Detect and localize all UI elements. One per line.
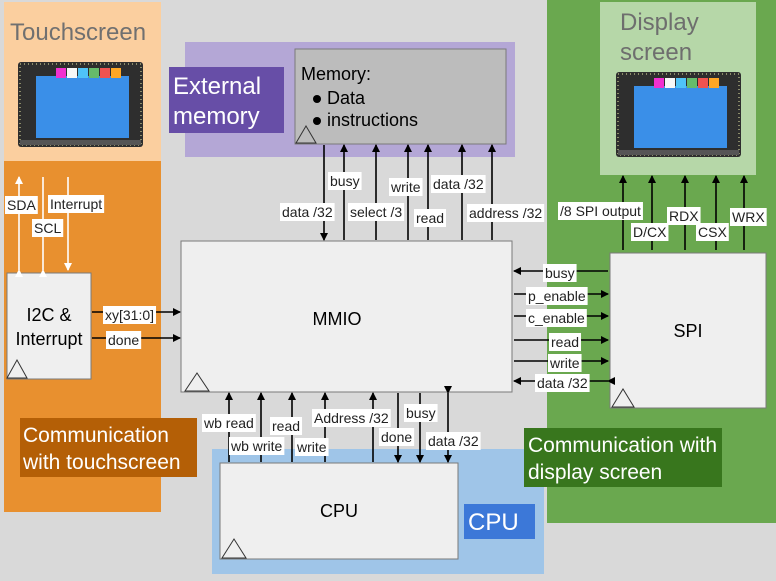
- i2c-label-line2: Interrupt: [15, 329, 82, 349]
- svg-text:wb read: wb read: [203, 415, 254, 431]
- spi-mmio-signal-label: busy: [543, 264, 577, 282]
- svg-text:busy: busy: [545, 265, 575, 281]
- cpu-block-label: CPU: [320, 501, 358, 521]
- touch-caption-bg: [20, 418, 197, 477]
- memory-signal-label: data /32: [431, 175, 486, 193]
- svg-text:write: write: [296, 439, 327, 455]
- spi-mmio-signal-label: c_enable: [526, 309, 587, 327]
- svg-text:xy[31:0]: xy[31:0]: [105, 307, 154, 323]
- spi-display-signal-label: D/CX: [631, 223, 669, 241]
- svg-text:read: read: [272, 418, 300, 434]
- i2c-block: I2C & Interrupt: [6, 272, 92, 380]
- memory-signal-label: select /3: [348, 203, 405, 221]
- cpu-signal-label: data /32: [426, 432, 481, 450]
- svg-text:write: write: [390, 179, 421, 195]
- svg-text:done: done: [381, 429, 412, 445]
- svg-text:p_enable: p_enable: [528, 288, 586, 304]
- clock-triangle-icon: [184, 372, 210, 392]
- spi-display-signal-label: RDX: [667, 207, 701, 225]
- memory-item-instructions: instructions: [327, 110, 418, 130]
- cpu-signal-label: read: [270, 417, 303, 435]
- spi-mmio-signal-label: write: [548, 354, 582, 372]
- touchscreen-title: Touchscreen: [10, 19, 146, 46]
- i2c-signal-label: xy[31:0]: [103, 306, 157, 324]
- mmio-block: MMIO: [180, 240, 513, 393]
- spi-display-signal-label: CSX: [696, 223, 729, 241]
- svg-text:SCL: SCL: [34, 220, 61, 236]
- touch-signal-label: Interrupt: [48, 195, 105, 213]
- mmio-label: MMIO: [313, 309, 362, 329]
- memory-signal-label: busy: [328, 172, 362, 190]
- clock-triangle-icon: [6, 358, 28, 379]
- signal-labels: SDA SCL Interrupt xy[31:0] done data /32 busy s…: [5, 172, 767, 456]
- cpu-signal-label: Address /32: [312, 409, 391, 427]
- svg-text:wb write: wb write: [230, 438, 283, 454]
- memory-signal-label: data /32: [280, 203, 335, 221]
- clock-triangle-icon: [611, 388, 635, 408]
- cpu-block: CPU: [219, 462, 459, 560]
- svg-text:busy: busy: [330, 173, 360, 189]
- svg-text:busy: busy: [406, 405, 436, 421]
- lcd-touch-icon: [17, 61, 144, 148]
- svg-text:select /3: select /3: [350, 204, 402, 220]
- memory-signal-label: read: [414, 209, 447, 227]
- memory-block-title: Memory:: [301, 64, 371, 84]
- spi-mmio-signal-label: p_enable: [526, 287, 588, 305]
- cpu-caption-bg: [464, 504, 535, 539]
- svg-text:CSX: CSX: [698, 224, 727, 240]
- svg-text:c_enable: c_enable: [528, 310, 585, 326]
- svg-text:read: read: [551, 334, 579, 350]
- svg-text:data /32: data /32: [537, 375, 588, 391]
- cpu-signal-label: done: [379, 428, 415, 446]
- cpu-signal-label: wb read: [202, 414, 256, 432]
- svg-text:address /32: address /32: [469, 205, 542, 221]
- i2c-signal-label: done: [106, 331, 142, 349]
- spi-mmio-signal-label: read: [549, 333, 582, 351]
- cpu-caption: CPU: [468, 509, 519, 536]
- spi-display-signal-label: WRX: [730, 208, 767, 226]
- svg-text:data /32: data /32: [282, 204, 333, 220]
- touch-signal-label: SCL: [32, 219, 64, 237]
- svg-text:/8 SPI output: /8 SPI output: [560, 203, 641, 219]
- cpu-signal-label: wb write: [229, 437, 285, 455]
- clock-triangle-icon: [221, 538, 247, 559]
- svg-text:Address /32: Address /32: [314, 410, 389, 426]
- spi-block: SPI: [609, 252, 767, 409]
- memory-caption-bg: [169, 67, 284, 133]
- svg-text:Interrupt: Interrupt: [50, 196, 102, 212]
- spi-label: SPI: [673, 321, 702, 341]
- lcd-display-icon: [615, 71, 742, 158]
- svg-text:D/CX: D/CX: [633, 224, 667, 240]
- clock-triangle-icon: [295, 125, 317, 144]
- touch-signal-label: SDA: [5, 196, 38, 214]
- cpu-signal-label: write: [295, 438, 329, 456]
- svg-text:SDA: SDA: [7, 197, 36, 213]
- memory-block: Memory: Data instructions: [294, 48, 507, 145]
- i2c-label-line1: I2C &: [26, 305, 71, 325]
- svg-text:done: done: [108, 332, 139, 348]
- spi-mmio-signal-label: data /32: [535, 374, 590, 392]
- svg-text:write: write: [549, 355, 580, 371]
- svg-text:WRX: WRX: [732, 209, 765, 225]
- memory-signal-label: write: [389, 178, 423, 196]
- svg-text:read: read: [416, 210, 444, 226]
- cpu-signal-label: busy: [404, 404, 438, 422]
- svg-text:data /32: data /32: [428, 433, 479, 449]
- memory-signal-label: address /32: [467, 204, 545, 222]
- display-caption-bg: [524, 428, 722, 487]
- memory-item-data: Data: [327, 88, 366, 108]
- spi-display-signal-label: /8 SPI output: [558, 202, 643, 220]
- svg-text:data /32: data /32: [433, 176, 484, 192]
- svg-text:RDX: RDX: [669, 208, 699, 224]
